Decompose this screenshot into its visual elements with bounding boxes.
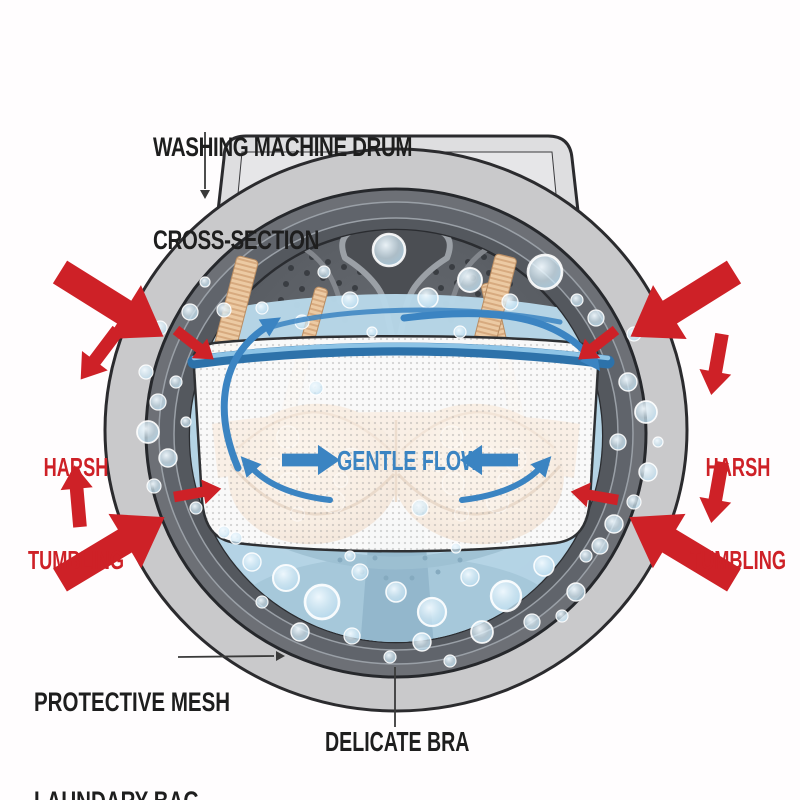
gentle-flow-label: GENTLE FLOW xyxy=(337,445,480,476)
bubble xyxy=(255,301,269,315)
bubble xyxy=(453,325,467,339)
bubble xyxy=(351,563,369,581)
bubble xyxy=(626,494,642,510)
perforation-dot xyxy=(475,291,481,297)
bubble xyxy=(460,567,480,587)
mesh-bag-leader-line xyxy=(177,655,275,658)
bubble xyxy=(587,309,605,327)
bubble xyxy=(199,276,211,288)
submerged-dot xyxy=(337,557,343,563)
bubble xyxy=(158,448,178,468)
bubble xyxy=(457,267,483,293)
flow-curve-left-up xyxy=(220,322,272,472)
bubble xyxy=(189,501,203,515)
perforation-dot xyxy=(336,280,342,286)
perforation-dot xyxy=(449,264,455,270)
bubble xyxy=(308,380,324,396)
bubble xyxy=(216,302,232,318)
bubble xyxy=(411,499,429,517)
bubble xyxy=(317,265,331,279)
bubble xyxy=(344,550,356,562)
bubble xyxy=(229,531,243,545)
perforation-dot xyxy=(341,264,347,270)
bubble xyxy=(526,253,564,291)
bubble xyxy=(591,537,609,555)
bubble xyxy=(290,622,310,642)
bubble xyxy=(417,287,439,309)
submerged-dot xyxy=(372,555,378,561)
perforation-dot xyxy=(352,285,358,291)
bubble xyxy=(138,364,154,380)
bubble xyxy=(271,563,301,593)
perforation-dot xyxy=(481,254,487,260)
bubble xyxy=(169,375,183,389)
bubble xyxy=(523,613,541,631)
bubble xyxy=(146,478,162,494)
bubble xyxy=(383,650,397,664)
bubble xyxy=(343,627,361,645)
bubble xyxy=(412,632,432,652)
bubble xyxy=(136,420,160,444)
bubble xyxy=(679,339,684,357)
bubble xyxy=(217,525,231,539)
bubble xyxy=(181,303,199,321)
bubble xyxy=(570,293,584,307)
flow-swoosh-bottom-left xyxy=(247,463,333,503)
leader-lines xyxy=(177,132,396,727)
bubble xyxy=(555,609,569,623)
perforation-dot xyxy=(299,286,305,292)
harsh-tumbling-label-left: HARSH TUMBLING xyxy=(27,452,125,575)
bubble xyxy=(366,326,378,338)
bubble xyxy=(501,293,519,311)
bubble xyxy=(533,555,555,577)
bubble xyxy=(634,400,658,424)
bubble xyxy=(149,393,167,411)
bubble xyxy=(371,232,407,268)
submerged-dot xyxy=(457,557,463,563)
delicate-bra-label: DELICATE BRA xyxy=(325,726,470,757)
bubble xyxy=(579,549,593,563)
bubble xyxy=(604,514,624,534)
submerged-perforations xyxy=(337,555,463,581)
bubble xyxy=(242,552,262,572)
perforation-dot xyxy=(304,270,310,276)
soap-bubbles xyxy=(136,232,684,668)
submerged-dot xyxy=(409,575,415,581)
perforation-dot xyxy=(438,285,444,291)
bag-zipper-highlight xyxy=(191,342,611,361)
gentle-flow-arrows xyxy=(220,307,609,503)
perforation-dot xyxy=(325,259,331,265)
bag-zipper xyxy=(187,342,615,369)
submerged-dot xyxy=(383,575,389,581)
perforation-dot xyxy=(288,265,294,271)
diagram-title: WASHING MACHINE DRUM CROSS-SECTION xyxy=(153,70,413,318)
bubble xyxy=(416,596,448,628)
bubble xyxy=(443,654,457,668)
harsh-arrow-right-top-small xyxy=(695,331,738,398)
bubble xyxy=(618,372,638,392)
bubble xyxy=(638,462,658,482)
bubble xyxy=(489,579,523,613)
bubble xyxy=(450,542,462,554)
submerged-dot xyxy=(435,569,441,575)
bubble xyxy=(180,416,192,428)
perforation-dot xyxy=(283,281,289,287)
bubble xyxy=(470,620,494,644)
mesh-bag-label: PROTECTIVE MESH LAUNDARY BAG xyxy=(34,687,231,800)
bubble xyxy=(609,433,627,451)
bubble xyxy=(255,595,269,609)
flow-curve-right-down xyxy=(400,310,596,364)
bubble xyxy=(566,582,586,602)
bubble xyxy=(303,583,341,621)
bubble xyxy=(385,581,407,603)
submerged-dot xyxy=(422,555,428,561)
title-line2: CROSS-SECTION xyxy=(153,225,320,255)
flow-swoosh-bottom-right xyxy=(459,463,545,503)
bag-mesh-overlay xyxy=(192,336,600,552)
harsh-tumbling-label-right: HARSH TUMBLING xyxy=(689,452,787,575)
bubble xyxy=(341,291,359,309)
bubble xyxy=(652,436,664,448)
title-line1: WASHING MACHINE DRUM xyxy=(153,132,413,162)
